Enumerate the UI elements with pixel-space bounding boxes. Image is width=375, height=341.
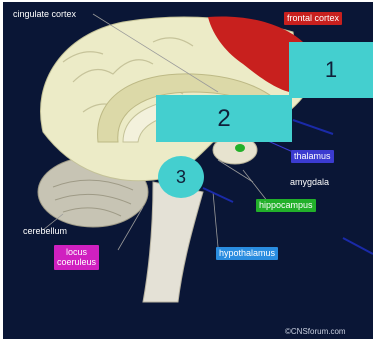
marker-2-box: 2: [156, 95, 292, 142]
label-thalamus: thalamus: [291, 150, 334, 163]
brain-diagram-panel: cingulate cortex frontal cortex thalamus…: [3, 2, 373, 339]
label-hippocampus: hippocampus: [256, 199, 316, 212]
marker-1-text: 1: [325, 57, 337, 83]
marker-2-text: 2: [217, 105, 230, 133]
brain-stem: [143, 182, 203, 302]
label-locus-coeruleus-line1: locus: [66, 247, 87, 257]
marker-1-box: 1: [289, 42, 373, 98]
label-locus-coeruleus-line2: coeruleus: [57, 257, 96, 267]
hippocampus-highlight: [235, 144, 245, 152]
marker-3-box: 3: [158, 156, 204, 198]
label-hypothalamus: hypothalamus: [216, 247, 278, 260]
copyright-credit: ©CNSforum.com: [285, 327, 346, 336]
label-frontal-cortex: frontal cortex: [284, 12, 342, 25]
label-cerebellum: cerebellum: [23, 227, 67, 236]
label-amygdala: amygdala: [290, 178, 329, 187]
marker-3-text: 3: [176, 167, 186, 188]
label-locus-coeruleus: locus coeruleus: [54, 245, 99, 270]
label-cingulate-cortex: cingulate cortex: [13, 10, 76, 19]
